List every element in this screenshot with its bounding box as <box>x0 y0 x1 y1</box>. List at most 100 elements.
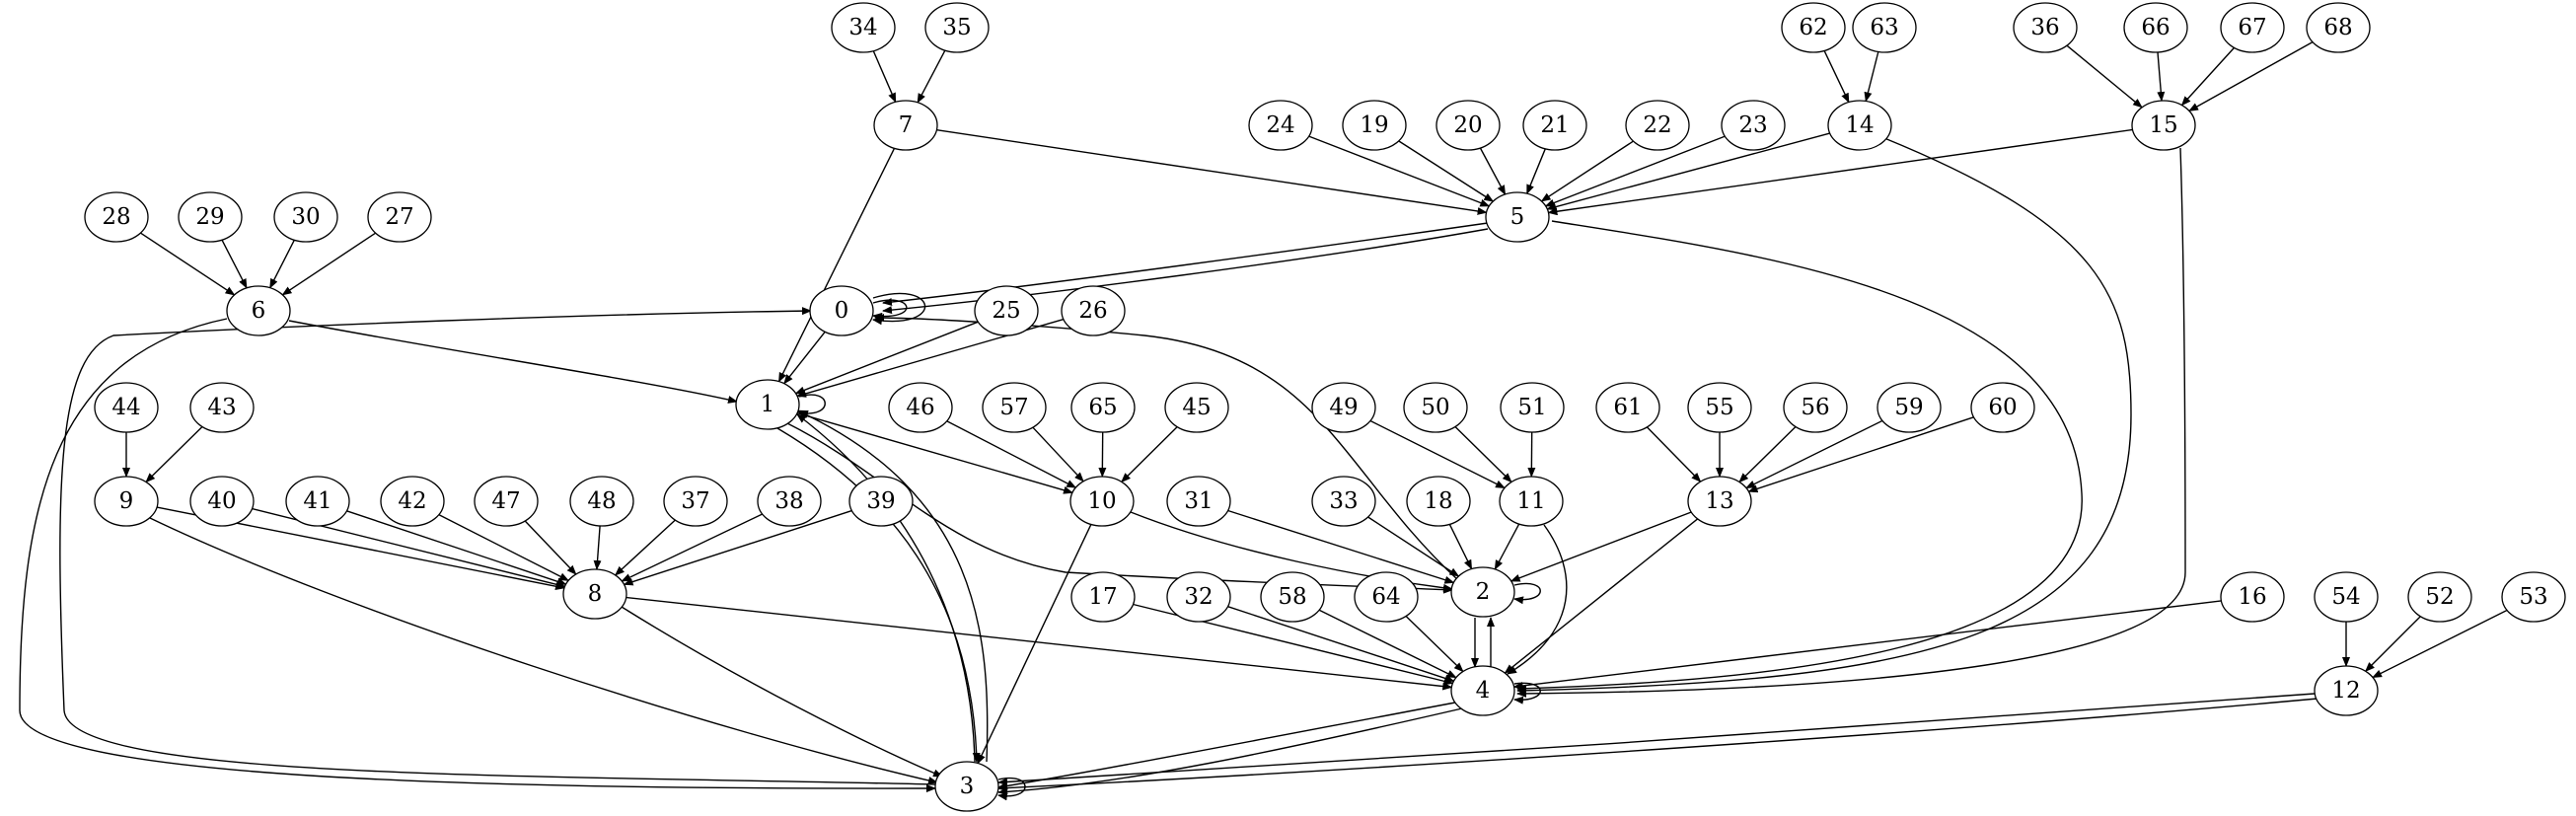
node-ellipse <box>474 476 539 527</box>
edge-15-to-4 <box>1516 147 2186 698</box>
node-ellipse <box>924 2 990 53</box>
node-ellipse <box>888 382 953 433</box>
edge-4-to-3 <box>997 702 1456 790</box>
edge-path <box>796 412 1073 494</box>
edge-path <box>281 232 376 296</box>
node-ellipse <box>2314 665 2379 716</box>
graph-node-5: 5 <box>1485 191 1550 243</box>
node-label: 4 <box>1476 678 1491 704</box>
edge-6-to-3 <box>19 318 936 793</box>
edge-path <box>946 420 1077 488</box>
edge-path <box>796 409 989 763</box>
edge-path <box>997 702 1456 790</box>
node-ellipse <box>94 476 159 527</box>
node-label: 6 <box>252 298 266 324</box>
edge-path <box>1738 426 1797 483</box>
edge-path <box>1448 524 1473 570</box>
node-label: 2 <box>1476 579 1491 605</box>
edge-path <box>2188 40 2314 112</box>
node-ellipse <box>2314 571 2379 623</box>
node-ellipse <box>1061 285 1126 336</box>
edge-14-to-4 <box>1516 137 2132 695</box>
edge-13-to-4 <box>1504 518 1699 674</box>
node-ellipse <box>367 191 432 243</box>
graph-node-68: 68 <box>2306 2 2371 53</box>
edge-path <box>614 519 676 576</box>
graph-node-39: 39 <box>848 476 914 527</box>
edge-61-to-13 <box>1646 426 1702 482</box>
edge-47-to-8 <box>524 520 577 575</box>
edge-45-to-10 <box>1121 426 1178 483</box>
node-label: 26 <box>1078 298 1107 324</box>
node-ellipse <box>831 2 896 53</box>
node-ellipse <box>873 100 938 151</box>
node-ellipse <box>1406 476 1471 527</box>
edge-path <box>1032 426 1084 482</box>
node-label: 21 <box>1540 112 1569 138</box>
edge-16-to-4 <box>1512 600 2222 690</box>
edge-58-to-4 <box>1318 609 1457 679</box>
node-ellipse <box>1342 100 1407 151</box>
edge-path <box>623 509 852 586</box>
graph-node-9: 9 <box>94 476 159 527</box>
graph-node-4: 4 <box>1450 665 1515 716</box>
edge-path <box>872 292 926 326</box>
node-ellipse <box>1721 100 1786 151</box>
edge-path <box>1512 600 2222 690</box>
edge-5-to-0 <box>882 228 1489 315</box>
node-ellipse <box>1260 571 1325 623</box>
edge-63-to-14 <box>1864 51 1879 103</box>
edge-path <box>145 426 203 483</box>
edge-68-to-15 <box>2188 40 2314 112</box>
edge-path <box>1540 140 1634 202</box>
node-label: 23 <box>1738 112 1767 138</box>
edge-22-to-5 <box>1540 140 1634 202</box>
graph-node-36: 36 <box>2013 2 2078 53</box>
graph-node-12: 12 <box>2314 665 2379 716</box>
node-ellipse <box>1827 100 1892 151</box>
edge-10-to-2 <box>1130 511 1453 592</box>
edge-path <box>1509 511 1692 582</box>
node-label: 48 <box>587 488 616 514</box>
edge-12-to-3 <box>997 693 2316 786</box>
graph-node-58: 58 <box>1260 571 1325 623</box>
edge-path <box>1513 682 1541 705</box>
graph-node-8: 8 <box>562 568 627 620</box>
graph-node-15: 15 <box>2131 100 2196 151</box>
edge-path <box>776 427 981 763</box>
edge-10-to-3 <box>977 524 1092 765</box>
node-label: 30 <box>291 204 320 230</box>
graph-node-21: 21 <box>1522 100 1587 151</box>
node-label: 12 <box>2331 678 2360 704</box>
edge-32-to-4 <box>1227 606 1455 683</box>
graph-node-50: 50 <box>1403 382 1468 433</box>
node-ellipse <box>84 191 149 243</box>
node-ellipse <box>94 382 159 433</box>
edge-path <box>2364 616 2421 673</box>
graph-node-27: 27 <box>367 191 432 243</box>
graph-node-2: 2 <box>1450 566 1515 618</box>
node-label: 45 <box>1182 395 1211 420</box>
node-label: 11 <box>1516 488 1545 514</box>
node-label: 9 <box>119 488 134 514</box>
node-ellipse <box>1435 100 1501 151</box>
node-label: 51 <box>1517 395 1546 420</box>
edge-path <box>1227 509 1455 584</box>
edge-59-to-13 <box>1745 419 1883 489</box>
edge-1-to-10 <box>796 412 1073 494</box>
edge-37-to-8 <box>614 519 676 576</box>
node-label: 54 <box>2331 584 2360 610</box>
edge-path <box>269 239 295 289</box>
edge-8-to-4 <box>626 596 1453 691</box>
graph-node-10: 10 <box>1069 476 1135 527</box>
node-label: 13 <box>1705 488 1733 514</box>
graph-node-7: 7 <box>873 100 938 151</box>
edge-62-to-14 <box>1823 50 1850 104</box>
edge-3-to-1 <box>796 409 989 763</box>
edge-path <box>149 517 938 784</box>
node-label: 47 <box>491 488 520 514</box>
node-label: 38 <box>774 488 803 514</box>
edge-path <box>1516 137 2132 695</box>
edge-19-to-5 <box>1398 140 1495 202</box>
